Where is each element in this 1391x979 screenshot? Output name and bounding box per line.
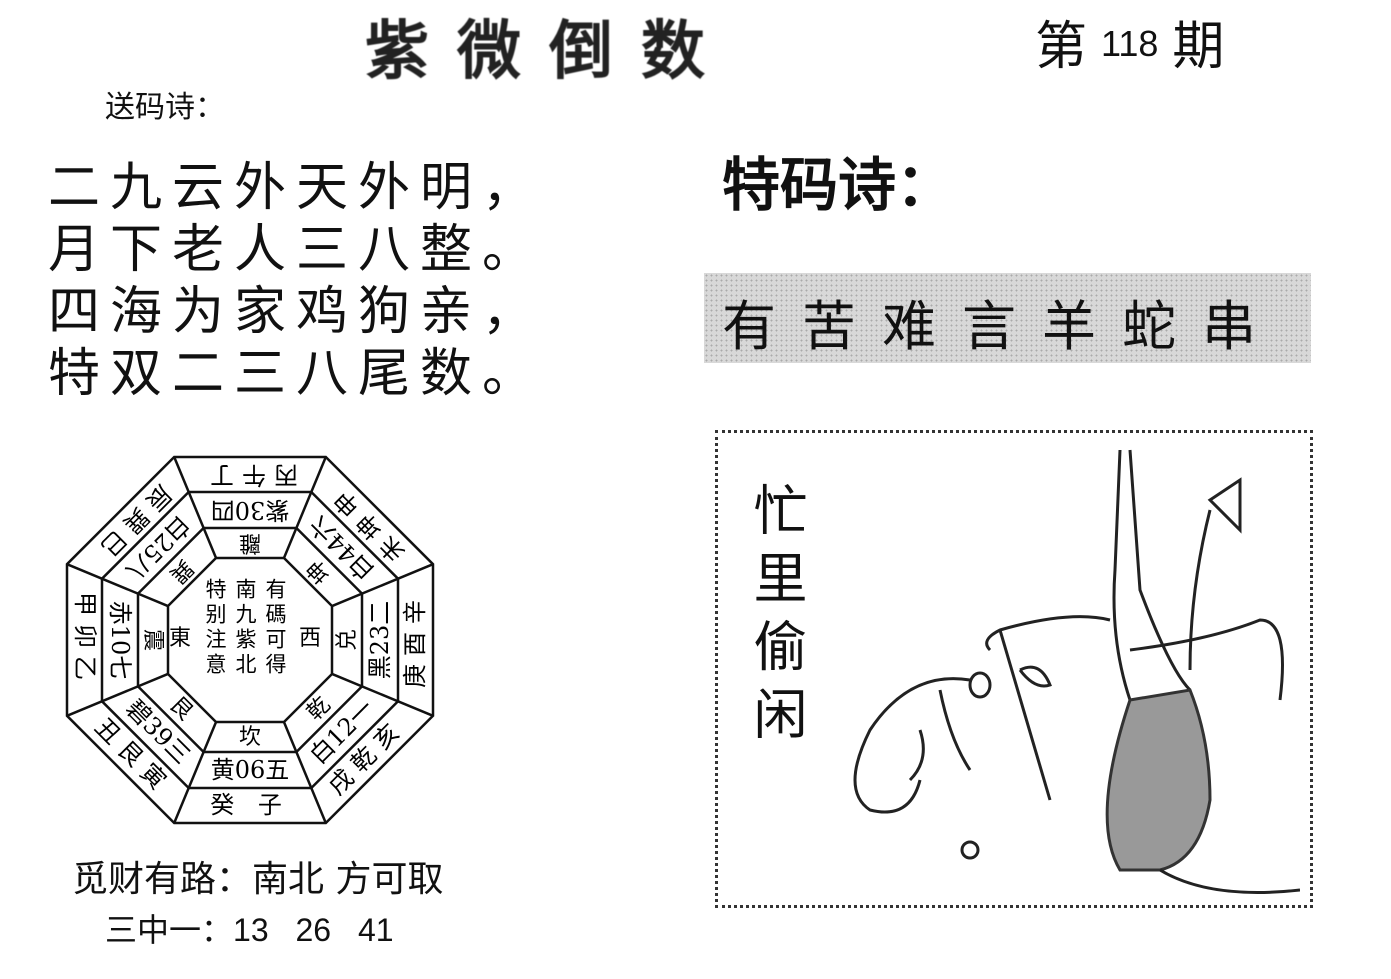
bagua-outer-text: 庚酉辛 — [401, 592, 429, 688]
bagua-sector-north: 癸 子 黄06五 坎 — [210, 725, 290, 819]
bagua-center-column: 南九紫北 — [233, 578, 257, 678]
bagua-middle-text: 紫30四 — [211, 496, 290, 524]
three-pick-one: 三中一：13 26 41 — [105, 905, 394, 951]
three-label: 三中一： — [105, 911, 234, 949]
bagua-middle-text: 赤10七 — [106, 601, 134, 680]
bagua-inner-text: 震 — [140, 629, 165, 651]
page-title: 紫微倒数 — [365, 14, 733, 89]
bagua-divider — [331, 563, 434, 608]
issue-prefix: 第 — [1035, 17, 1088, 77]
bagua-divider — [282, 721, 327, 824]
bagua-inner-text: 兑 — [335, 629, 360, 651]
bagua-east: 東 — [169, 626, 191, 651]
bagua-outer-text: 丙午丁 — [202, 461, 298, 489]
three-numbers: 13 26 41 — [233, 912, 394, 948]
bagua-middle-text: 黑23二 — [366, 601, 394, 680]
special-poem-label: 特码诗： — [722, 151, 955, 219]
picture-caption: 忙里偷闲 — [744, 482, 807, 754]
poem-line: 四海为家鸡狗亲， — [48, 282, 545, 342]
poem-line: 二九云外天外明， — [48, 158, 545, 218]
bagua-divider — [66, 672, 169, 717]
bagua-west: 西 — [299, 626, 321, 651]
bagua-divider — [282, 456, 327, 559]
bagua-inner-text: 坎 — [239, 725, 261, 750]
bagua-outer-text: 甲卯乙 — [71, 592, 99, 688]
poem-line: 月下老人三八整。 — [48, 220, 545, 280]
bagua-diagram: 癸 子黄06五坎丑艮寅碧39三艮甲卯乙赤10七震辰巽巳白25八巽丙午丁紫30四離… — [65, 455, 435, 825]
bagua-center-column: 特别注意 — [203, 578, 227, 678]
monkey-tree-illustration — [853, 449, 1300, 894]
special-poem-box — [704, 273, 1311, 363]
issue-suffix: 期 — [1172, 17, 1225, 77]
issue-number: 第 118 期 — [1035, 4, 1224, 79]
picture-frame — [715, 430, 1313, 908]
special-poem-text: 有苦难言羊蛇串 — [722, 295, 1282, 358]
bagua-outer-text: 癸 子 — [210, 791, 290, 819]
poem-line: 特双二三八尾数。 — [48, 344, 545, 404]
bagua-divider — [66, 563, 169, 608]
bagua-divider — [173, 456, 218, 559]
bagua-inner-text: 離 — [239, 530, 261, 555]
send-poem-label: 送码诗： — [105, 90, 225, 125]
bagua-sector-east: 甲卯乙赤10七震 — [71, 592, 165, 688]
issue-value: 118 — [1101, 23, 1159, 64]
wealth-hint: 觅财有路：南北 方可取 — [72, 859, 444, 900]
bagua-divider — [331, 672, 434, 717]
bagua-center-column: 有碼可得 — [263, 578, 287, 678]
bagua-middle-text: 黄06五 — [211, 756, 290, 784]
bagua-divider — [173, 721, 218, 824]
